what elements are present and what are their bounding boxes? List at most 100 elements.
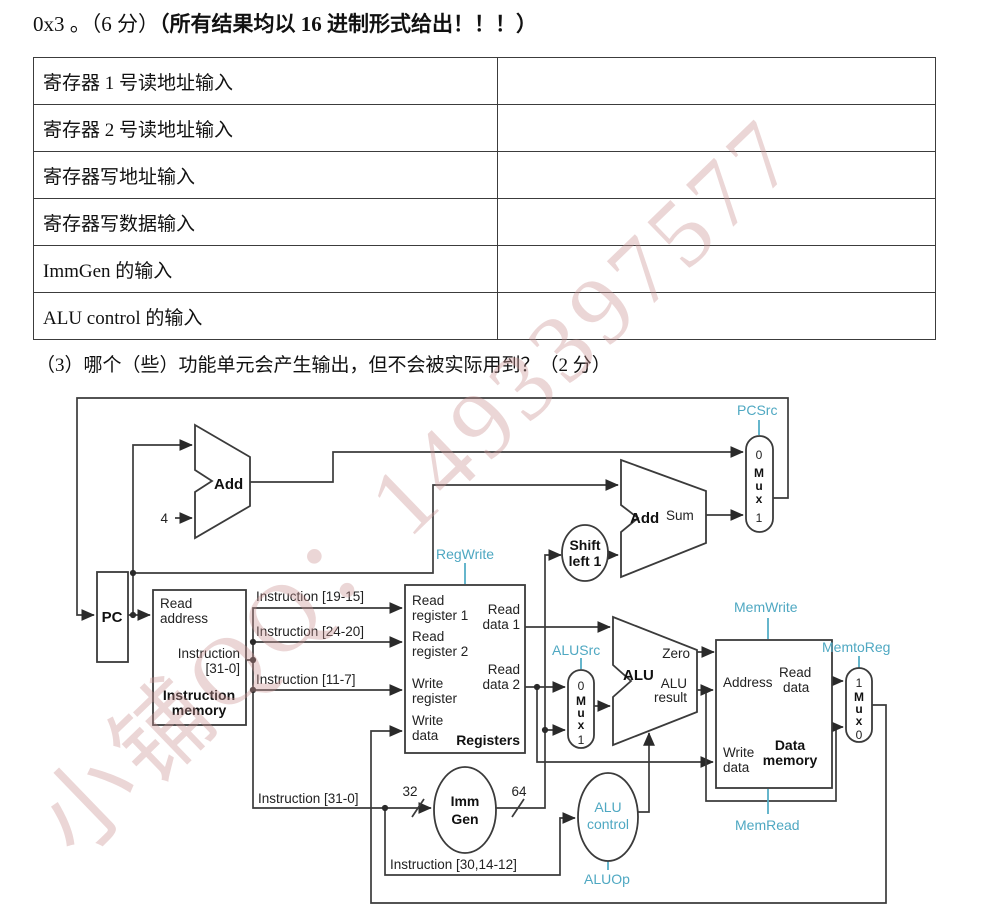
memtoreg-signal-label: MemtoReg bbox=[822, 639, 890, 655]
alusrc-signal-label: ALUSrc bbox=[552, 642, 600, 658]
mux-input-1-label: 1 bbox=[578, 733, 585, 747]
title-bold-note: （所有结果均以 16 进制形式给出！！！） bbox=[159, 12, 537, 36]
row-answer-cell bbox=[497, 198, 936, 246]
memread-signal-label: MemRead bbox=[735, 817, 800, 833]
aluop-signal-label: ALUOp bbox=[584, 871, 630, 887]
imem-instr-out-label2: [31-0] bbox=[205, 661, 240, 676]
imem-instr-out-label: Instruction bbox=[178, 646, 240, 661]
wire-label-instr-11-7: Instruction [11-7] bbox=[256, 672, 356, 687]
imem-read-address-label2: address bbox=[160, 611, 208, 626]
pc-register: PC bbox=[96, 571, 129, 663]
control-signal-labels: PCSrc RegWrite ALUSrc MemWrite MemtoReg … bbox=[436, 402, 890, 887]
datapath-wires bbox=[76, 397, 887, 904]
answer-table: 寄存器 1 号读地址输入 寄存器 2 号读地址输入 寄存器写地址输入 寄存器写数… bbox=[33, 57, 936, 340]
row-label: 寄存器 2 号读地址输入 bbox=[33, 104, 498, 152]
branch-adder: Add Sum bbox=[620, 458, 707, 579]
mux-letter-u: u bbox=[855, 702, 862, 716]
dm-name: Data bbox=[775, 737, 806, 753]
shift-left-label: Shift bbox=[569, 537, 600, 553]
dm-read-data-label2: data bbox=[783, 680, 810, 695]
immgen-label2: Gen bbox=[451, 811, 478, 827]
read-register-1-label: Read bbox=[412, 593, 444, 608]
table-row: 寄存器 2 号读地址输入 bbox=[33, 104, 936, 152]
wire-label-instr-19-15: Instruction [19-15] bbox=[256, 589, 364, 604]
imem-name2: memory bbox=[172, 702, 227, 718]
write-data-label2: data bbox=[412, 728, 439, 743]
alu-control-label: ALU bbox=[594, 799, 621, 815]
question-3-text: （3）哪个（些）功能单元会产生输出，但不会被实际用到？（2 分） bbox=[36, 355, 611, 376]
row-label: 寄存器写地址输入 bbox=[33, 151, 498, 199]
pc-add-4-adder: Add 4 bbox=[160, 423, 251, 540]
alu-result-label: ALU bbox=[661, 676, 687, 691]
data-memory: Address Read data Write data Data memory bbox=[715, 639, 833, 789]
wire-label-instr-31-0: Instruction [31-0] bbox=[258, 791, 359, 806]
imem-name: Instruction bbox=[163, 687, 235, 703]
mux-letter-x: x bbox=[756, 492, 763, 506]
row-answer-cell bbox=[497, 292, 936, 340]
mux-letter-x: x bbox=[856, 714, 863, 728]
immgen-label: Imm bbox=[451, 793, 480, 809]
title-prefix: 0x3 。（6 分） bbox=[33, 12, 159, 36]
alu-control-label2: control bbox=[587, 816, 629, 832]
mux-letter-m: M bbox=[854, 690, 864, 704]
regwrite-signal-label: RegWrite bbox=[436, 546, 494, 562]
mux-letter-u: u bbox=[577, 706, 584, 720]
read-data-2-label2: data 2 bbox=[482, 677, 520, 692]
question-title: 0x3 。（6 分）（所有结果均以 16 进制形式给出！！！） bbox=[33, 8, 537, 38]
write-data-label: Write bbox=[412, 713, 443, 728]
table-row: ImmGen 的输入 bbox=[33, 245, 936, 293]
read-register-2-label2: register 2 bbox=[412, 644, 468, 659]
mux-input-1-label: 1 bbox=[856, 676, 863, 690]
dm-address-label: Address bbox=[723, 675, 773, 690]
mux-input-1-label: 1 bbox=[756, 511, 763, 525]
pcsrc-signal-label: PCSrc bbox=[737, 402, 777, 418]
alu-result-label2: result bbox=[654, 690, 687, 705]
instruction-memory: Read address Instruction [31-0] Instruct… bbox=[152, 589, 247, 726]
read-data-2-label: Read bbox=[488, 662, 520, 677]
alu-unit: ALU Zero ALU result bbox=[612, 615, 698, 747]
table-row: 寄存器 1 号读地址输入 bbox=[33, 57, 936, 105]
bit-width-32: 32 bbox=[402, 784, 417, 799]
pc-label: PC bbox=[102, 609, 123, 626]
wire-label-instr-30-14-12: Instruction [30,14-12] bbox=[390, 857, 517, 872]
write-register-label: Write bbox=[412, 676, 443, 691]
mux-letter-x: x bbox=[578, 718, 585, 732]
alu-label: ALU bbox=[623, 667, 654, 684]
dm-name2: memory bbox=[763, 752, 818, 768]
row-label: ImmGen 的输入 bbox=[33, 245, 498, 293]
read-data-1-label2: data 1 bbox=[482, 617, 520, 632]
constant-4-label: 4 bbox=[160, 511, 168, 526]
shift-left-label2: left 1 bbox=[569, 553, 602, 569]
imem-read-address-label: Read bbox=[160, 596, 192, 611]
row-label: 寄存器 1 号读地址输入 bbox=[33, 57, 498, 105]
registers-unit: Read register 1 Read register 2 Write re… bbox=[404, 584, 526, 754]
alusrc-mux: 0 M u x 1 bbox=[567, 669, 595, 749]
mux-letter-u: u bbox=[755, 479, 762, 493]
read-data-1-label: Read bbox=[488, 602, 520, 617]
shift-left-1-unit: Shift left 1 bbox=[561, 524, 609, 582]
control-signal-lines bbox=[464, 420, 860, 870]
dm-write-data-label2: data bbox=[723, 760, 750, 775]
write-register-label2: register bbox=[412, 691, 458, 706]
mux-letter-m: M bbox=[754, 466, 764, 480]
wire-label-instr-24-20: Instruction [24-20] bbox=[256, 624, 364, 639]
memtoreg-mux: 1 M u x 0 bbox=[845, 667, 873, 743]
mux-input-0-label: 0 bbox=[756, 448, 763, 462]
read-register-1-label2: register 1 bbox=[412, 608, 468, 623]
registers-name: Registers bbox=[456, 732, 520, 748]
zero-output-label: Zero bbox=[662, 646, 690, 661]
row-answer-cell bbox=[497, 245, 936, 293]
imm-gen-unit: Imm Gen 32 64 bbox=[402, 766, 527, 854]
row-label: ALU control 的输入 bbox=[33, 292, 498, 340]
dm-write-data-label: Write bbox=[723, 745, 754, 760]
table-row: ALU control 的输入 bbox=[33, 292, 936, 340]
bit-width-64: 64 bbox=[511, 784, 527, 799]
row-answer-cell bbox=[497, 104, 936, 152]
branch-add-label: Add bbox=[630, 510, 659, 527]
add-label: Add bbox=[214, 476, 243, 493]
sum-label: Sum bbox=[666, 508, 694, 523]
mux-letter-m: M bbox=[576, 694, 586, 708]
dm-read-data-label: Read bbox=[779, 665, 811, 680]
